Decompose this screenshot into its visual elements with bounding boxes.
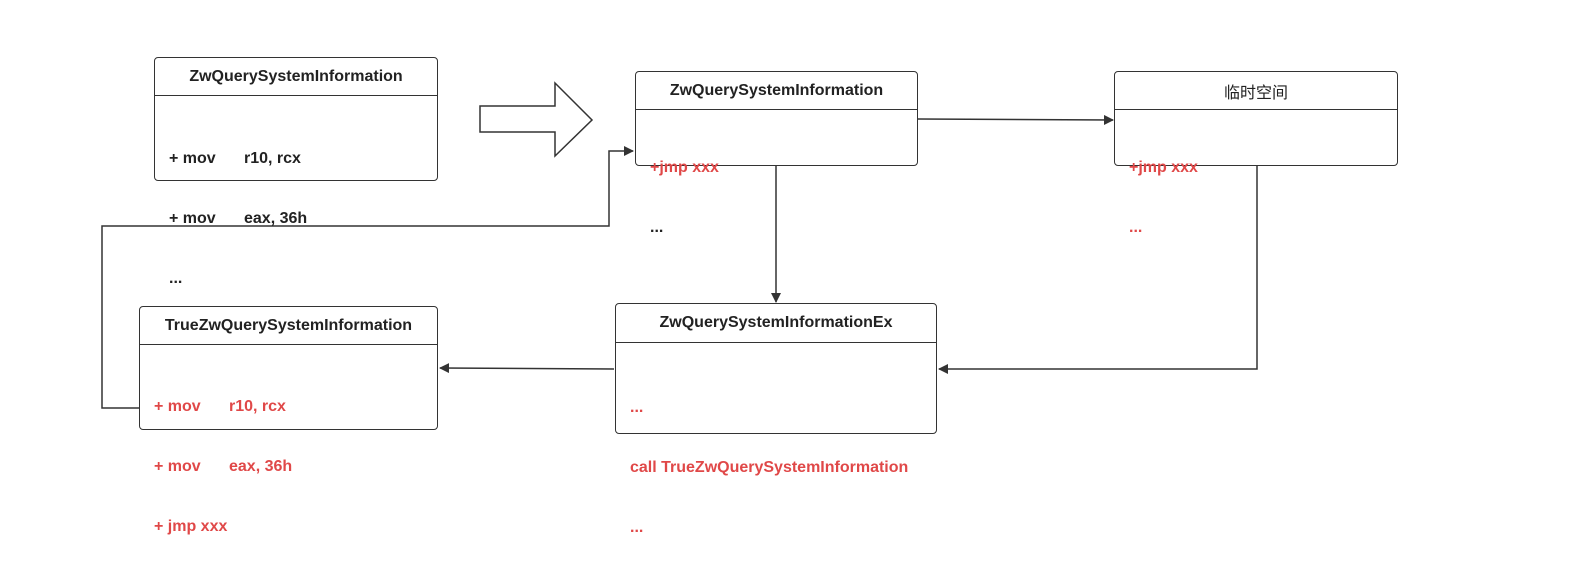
- temp-space-box: 临时空间 +jmp xxx ...: [1114, 71, 1398, 236]
- ex-ellipsis-top: ...: [630, 399, 644, 416]
- hooked-function-box: ZwQuerySystemInformation +jmp xxx ...: [635, 71, 918, 236]
- original-ellipsis: ...: [169, 270, 183, 287]
- hooked-jmp-line: +jmp xxx: [650, 159, 719, 176]
- original-function-box: ZwQuerySystemInformation + mov r10, rcx +…: [154, 57, 438, 287]
- hooked-function-title: ZwQuerySystemInformation: [636, 72, 917, 110]
- transform-arrow-icon: [479, 81, 594, 158]
- original-line1-operand: r10, rcx: [244, 150, 301, 167]
- original-line1-op: + mov: [169, 150, 216, 167]
- temp-jmp-line: +jmp xxx: [1129, 159, 1198, 176]
- arrow-true-to-hooked: [101, 146, 634, 409]
- temp-space-title: 临时空间: [1115, 72, 1397, 110]
- true-line2-op: + mov: [154, 458, 201, 475]
- true-line2-operand: eax, 36h: [229, 458, 293, 475]
- ex-function-title: ZwQuerySystemInformationEx: [616, 304, 936, 343]
- original-line2-op: + mov: [169, 210, 216, 227]
- true-line1-operand: r10, rcx: [229, 398, 286, 415]
- ex-function-box: ZwQuerySystemInformationEx ... call True…: [615, 303, 937, 536]
- arrow-hooked-to-temp: [917, 114, 1114, 125]
- true-jmp-line: + jmp xxx: [154, 518, 228, 535]
- ex-call-line: call TrueZwQuerySystemInformation: [630, 459, 909, 476]
- true-function-title: TrueZwQuerySystemInformation: [140, 307, 437, 345]
- temp-ellipsis: ...: [1129, 219, 1143, 236]
- hooked-ellipsis: ...: [650, 219, 664, 236]
- connector-layer: [101, 81, 1258, 409]
- true-line1-op: + mov: [154, 398, 201, 415]
- original-line2-operand: eax, 36h: [244, 210, 308, 227]
- arrow-ex-to-true: [439, 363, 615, 374]
- arrow-temp-to-ex: [938, 166, 1258, 374]
- true-function-box: TrueZwQuerySystemInformation + mov r10, r…: [139, 306, 438, 535]
- ex-ellipsis-bottom: ...: [630, 519, 644, 536]
- original-function-title: ZwQuerySystemInformation: [155, 58, 437, 96]
